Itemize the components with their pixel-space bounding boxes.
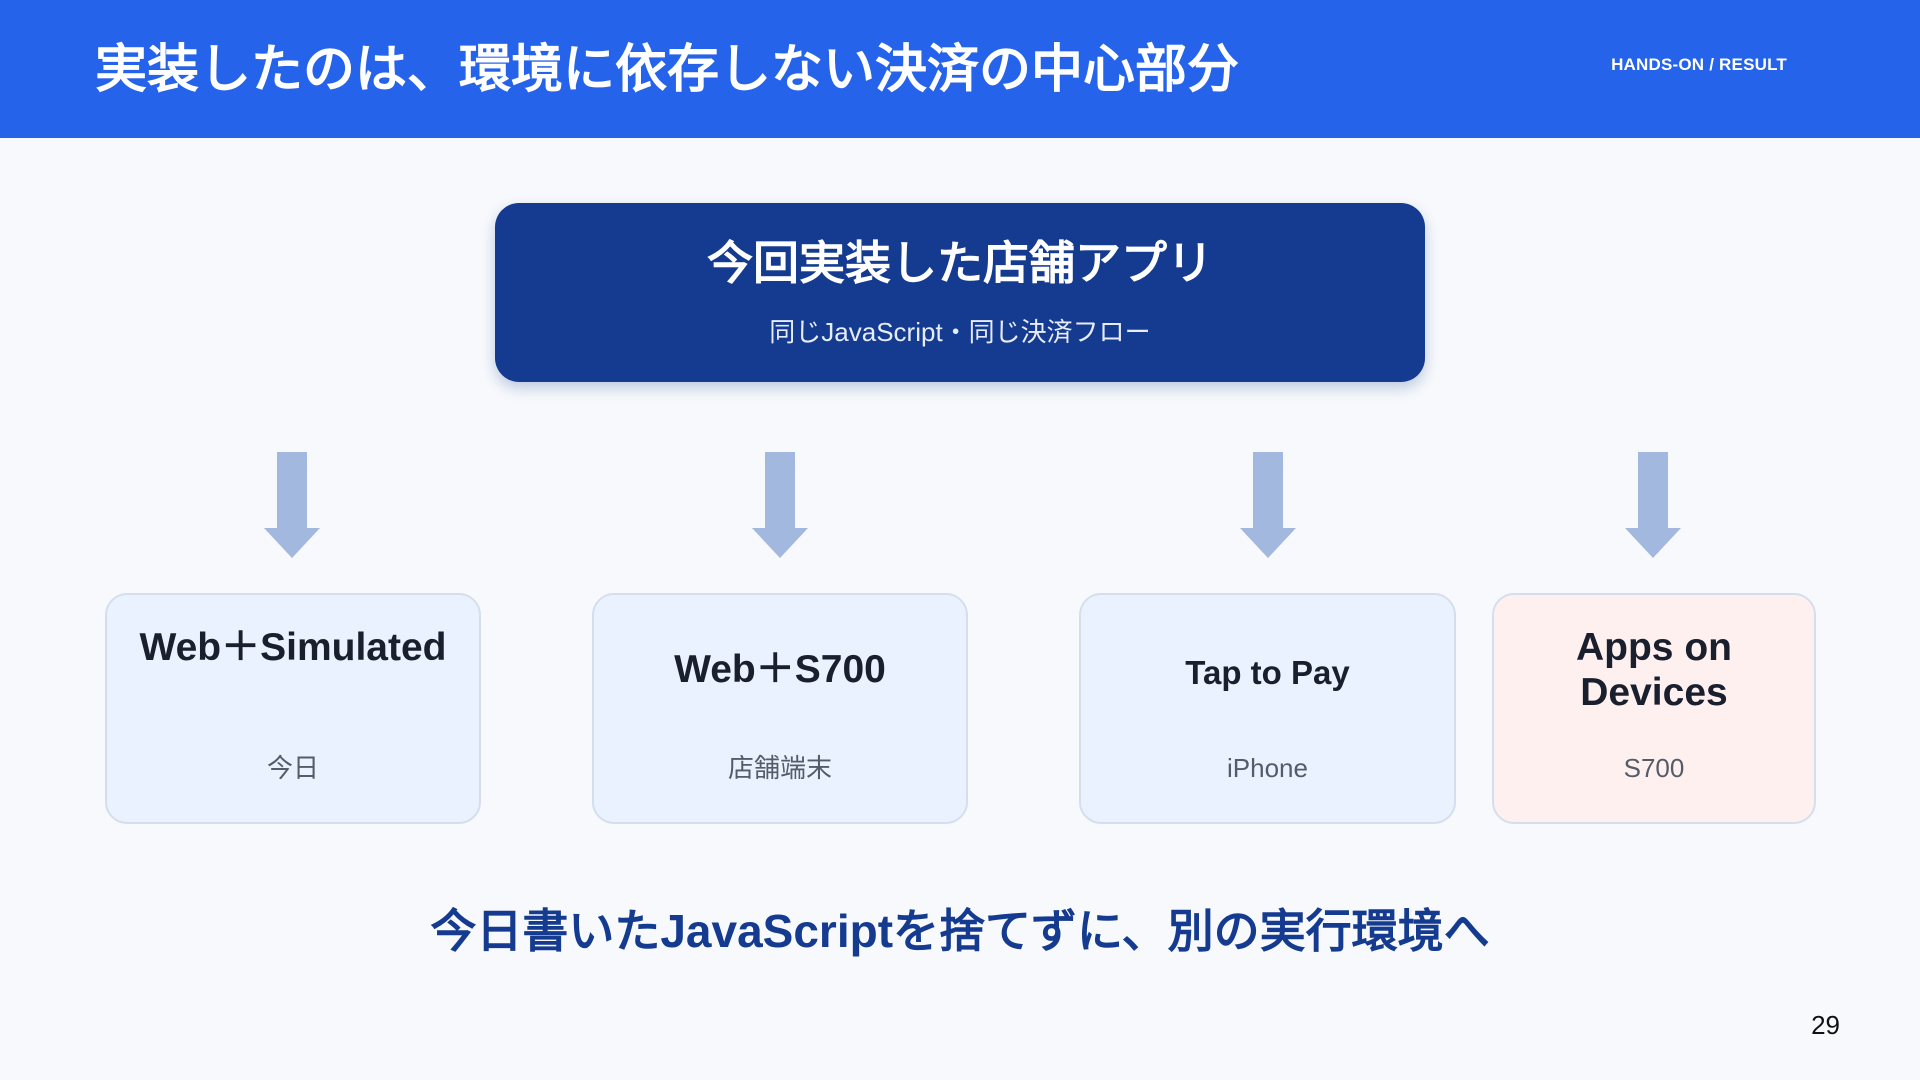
target-subtitle: iPhone [1227,753,1308,783]
arrow-down-icon [752,452,808,558]
arrow-down-icon [1240,452,1296,558]
target-title: Apps on Devices [1576,626,1732,714]
hub-app-box: 今回実装した店舗アプリ 同じJavaScript・同じ決済フロー [495,203,1425,382]
section-tag: HANDS-ON / RESULT [1611,55,1787,74]
arrow-down-icon [264,452,320,558]
target-title: Web＋Simulated [139,626,447,669]
target-card-web-simulated: Web＋Simulated 今日 [105,593,481,824]
target-subtitle: S700 [1623,753,1685,783]
target-subtitle: 今日 [266,753,319,783]
target-subtitle: 店舗端末 [727,753,832,783]
slide-title: 実装したのは、環境に依存しない決済の中心部分 [95,41,1240,99]
target-title: Tap to Pay [1185,654,1350,691]
target-card-tap-to-pay: Tap to Pay iPhone [1079,593,1456,824]
hub-subtitle: 同じJavaScript・同じ決済フロー [769,317,1151,347]
target-card-apps-on-devices: Apps on Devices S700 [1492,593,1816,824]
arrow-down-icon [1625,452,1681,558]
target-card-web-s700: Web＋S700 店舗端末 [592,593,968,824]
hub-title: 今回実装した店舗アプリ [707,237,1213,289]
tagline: 今日書いたJavaScriptを捨てずに、別の実行環境へ [430,905,1490,957]
target-title: Web＋S700 [674,648,886,691]
header-bar: 実装したのは、環境に依存しない決済の中心部分 HANDS-ON / RESULT [0,0,1920,138]
page-number: 29 [1811,1010,1840,1040]
